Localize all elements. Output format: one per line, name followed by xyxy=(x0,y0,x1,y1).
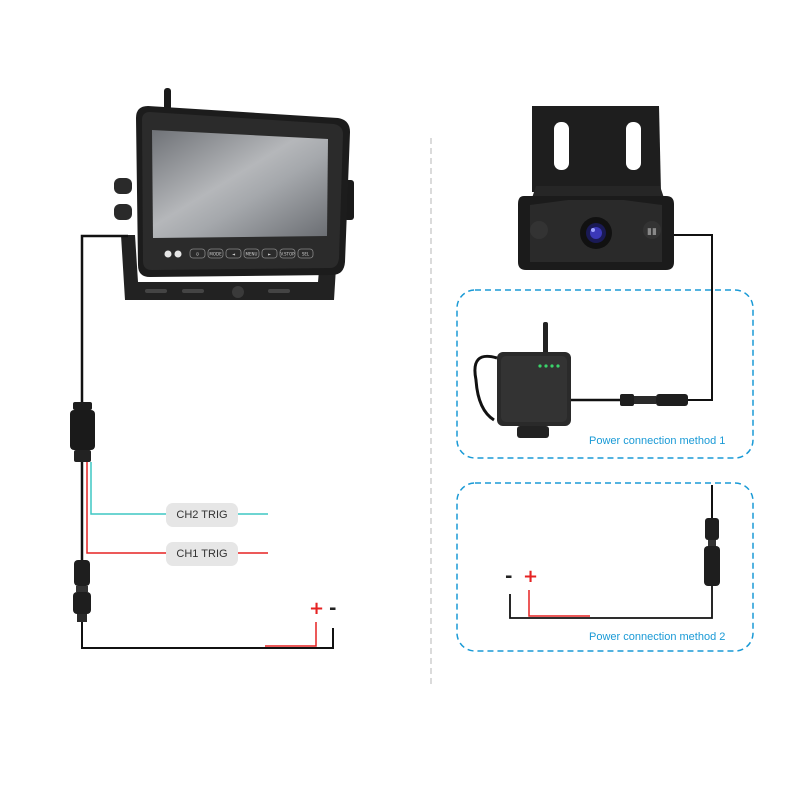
method2-plus-terminal: + xyxy=(523,566,539,587)
monitor-button[interactable]: SEL xyxy=(297,248,314,259)
monitor-button[interactable]: MODE xyxy=(207,248,224,259)
monitor-button-row: ⏻ MODE ◄ MENU ► V.STOP SEL xyxy=(189,248,314,259)
monitor-button[interactable]: ⏻ xyxy=(189,248,206,259)
monitor-button[interactable]: ► xyxy=(261,248,278,259)
wireless-transmitter xyxy=(473,322,688,438)
ch1-trig-label: CH1 TRIG xyxy=(166,542,238,566)
svg-text:▮▮: ▮▮ xyxy=(647,227,657,237)
left-plus-terminal: + xyxy=(309,598,325,619)
ch2-trig-label: CH2 TRIG xyxy=(166,503,238,527)
monitor-button-label: MODE xyxy=(209,252,222,257)
monitor-button-label: V.STOP xyxy=(280,252,295,257)
method1-box xyxy=(456,289,754,459)
monitor-button-label: MENU xyxy=(246,252,258,257)
method2-wiring xyxy=(509,485,720,619)
monitor-screen xyxy=(152,130,328,238)
monitor-cable xyxy=(70,234,128,462)
camera-cable xyxy=(674,234,713,401)
power-wire xyxy=(265,622,317,647)
left-minus-terminal: - xyxy=(329,598,337,619)
method1-label: Power connection method 1 xyxy=(589,435,726,447)
monitor-button-label: SEL xyxy=(302,252,310,257)
monitor-button[interactable]: ◄ xyxy=(225,248,242,259)
camera: ▮▮ xyxy=(518,106,674,270)
monitor-button-label: ◄ xyxy=(232,252,236,257)
monitor-button-label: ⏻ xyxy=(196,252,200,257)
monitor: ⏻ MODE ◄ MENU ► V.STOP SEL xyxy=(114,88,354,300)
method2-minus-terminal: - xyxy=(505,566,513,587)
method2-label: Power connection method 2 xyxy=(589,631,726,643)
monitor-button-label: ► xyxy=(268,252,272,257)
monitor-button[interactable]: MENU xyxy=(243,248,260,259)
monitor-button[interactable]: V.STOP xyxy=(279,248,296,259)
ground-wire xyxy=(81,622,334,649)
method2-box xyxy=(456,482,754,652)
power-connector xyxy=(73,560,91,622)
